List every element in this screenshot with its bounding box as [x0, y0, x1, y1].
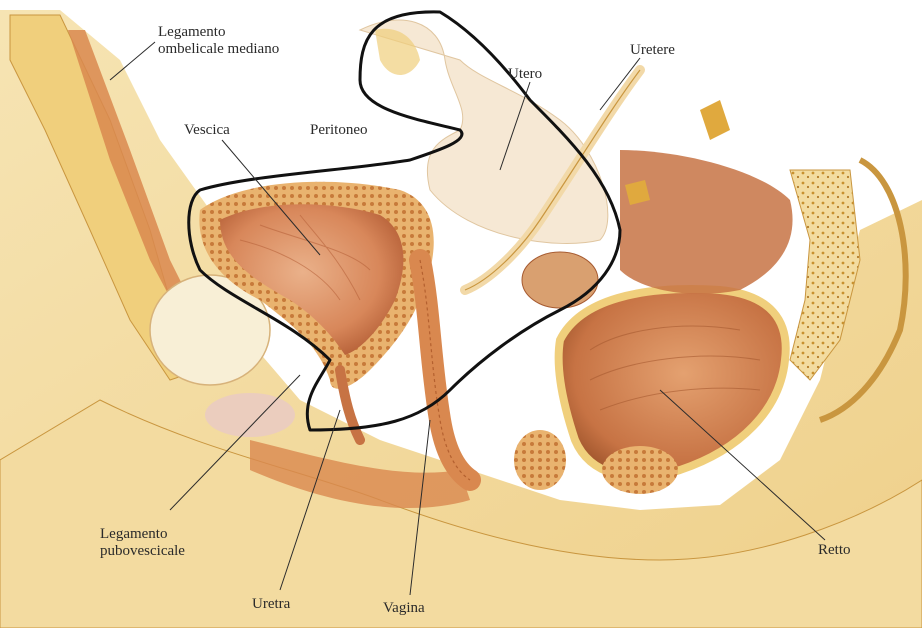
- pubic-ligament: [205, 393, 295, 437]
- label-peritoneo: Peritoneo: [310, 122, 368, 139]
- label-legamento-pubovescicale: Legamento pubovescicale: [100, 526, 185, 560]
- cervix: [522, 252, 598, 308]
- label-vagina: Vagina: [383, 600, 425, 617]
- label-legamento-pubovescicale-line2: pubovescicale: [100, 543, 185, 560]
- label-uretere: Uretere: [630, 42, 675, 59]
- label-legamento-pubovescicale-line1: Legamento: [100, 526, 185, 543]
- anal-canal: [602, 446, 678, 494]
- perineal-body: [514, 430, 566, 490]
- label-legamento-ombelicale: Legamento ombelicale mediano: [158, 24, 279, 58]
- label-legamento-ombelicale-line1: Legamento: [158, 24, 279, 41]
- label-legamento-ombelicale-line2: ombelicale mediano: [158, 41, 279, 58]
- label-vescica: Vescica: [184, 122, 230, 139]
- label-retto: Retto: [818, 542, 851, 559]
- label-utero: Utero: [508, 66, 542, 83]
- label-uretra: Uretra: [252, 596, 290, 613]
